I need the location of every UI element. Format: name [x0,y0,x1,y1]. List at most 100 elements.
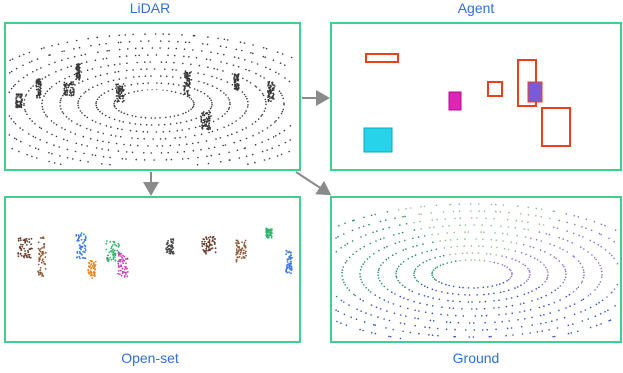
lidar-point [66,139,69,142]
lidar-point [131,137,133,139]
open-set-point [17,252,20,254]
lidar-point [261,150,264,153]
lidar-point [80,71,83,73]
ground-point [399,295,402,298]
lidar-object-point [116,100,119,103]
open-set-point [290,254,292,257]
ground-point [546,269,548,271]
ground-point [548,329,550,331]
open-set-point [20,248,23,250]
lidar-object-point [267,81,270,83]
open-set-point [78,250,81,253]
lidar-point [81,80,84,82]
ground-point [523,282,526,284]
ground-point [442,263,444,266]
lidar-point [223,92,225,94]
lidar-point [84,114,86,117]
open-set-point [30,243,32,246]
ground-point [601,299,604,302]
lidar-point [272,136,275,138]
lidar-point [172,76,174,78]
open-set-point [110,245,113,248]
lidar-point [66,41,69,44]
ground-point [343,301,345,303]
lidar-point [18,150,20,153]
lidar-point [206,83,209,85]
ground-point [610,292,613,294]
lidar-point [168,33,170,35]
open-set-point [90,263,93,265]
ground-point [522,263,524,265]
open-set-point [41,250,44,253]
ground-point [514,250,517,252]
open-set-point [81,245,84,248]
ground-point [494,321,496,323]
lidar-object-point [273,84,275,87]
open-set-point [84,236,87,239]
ground-point [358,227,360,229]
ground-point [408,289,410,291]
lidar-point [61,111,64,113]
lidar-point [147,82,149,84]
ground-point [614,305,616,307]
ground-point [391,254,394,256]
ground-point [467,231,470,233]
ground-point [392,328,394,331]
lidar-point [125,158,127,160]
lidar-object-point [123,99,125,102]
lidar-point [28,90,30,92]
ground-point [423,205,426,208]
lidar-point [96,84,99,87]
ground-point [487,293,490,295]
ground-point [429,226,431,229]
lidar-point [107,64,110,67]
lidar-point [114,71,116,73]
ground-point [466,252,468,254]
ground-point [359,298,362,300]
lidar-point [220,61,222,63]
ground-point [450,246,452,248]
ground-point [419,302,421,304]
ground-point [341,275,343,277]
lidar-point [120,41,122,44]
ground-point [471,252,474,254]
lidar-object-point [38,96,41,99]
ground-point [468,322,471,324]
lidar-point [185,120,188,123]
ground-point [368,256,371,258]
ground-point [367,289,370,291]
lidar-object-point [269,97,271,99]
lidar-point [77,100,80,102]
lidar-point [281,110,284,113]
lidar-point [241,91,244,93]
ground-point [424,311,427,313]
lidar-point [111,88,114,91]
lidar-point [102,58,104,60]
open-set-point [88,266,91,269]
lidar-object-point [70,92,72,95]
lidar-point [229,101,231,104]
ground-point [379,280,381,282]
lidar-object-point [36,95,38,97]
lidar-point-cloud [8,33,293,166]
ground-point [359,275,361,278]
lidar-point [135,115,137,118]
open-set-point [241,247,244,250]
lidar-point [80,95,82,98]
open-set-point [202,238,205,240]
lidar-point [278,144,280,147]
ground-point [442,225,444,228]
lidar-point [260,115,262,117]
open-set-point [77,234,80,237]
lidar-point [105,57,108,60]
lidar-point [101,163,103,165]
lidar-point [29,117,31,120]
ground-point [461,308,463,310]
ground-point [500,225,502,227]
lidar-point [104,114,107,117]
ground-point [556,327,559,329]
lidar-point [175,47,178,50]
ground-point [378,249,380,252]
lidar-point [216,129,219,131]
lidar-object-point [35,88,38,91]
